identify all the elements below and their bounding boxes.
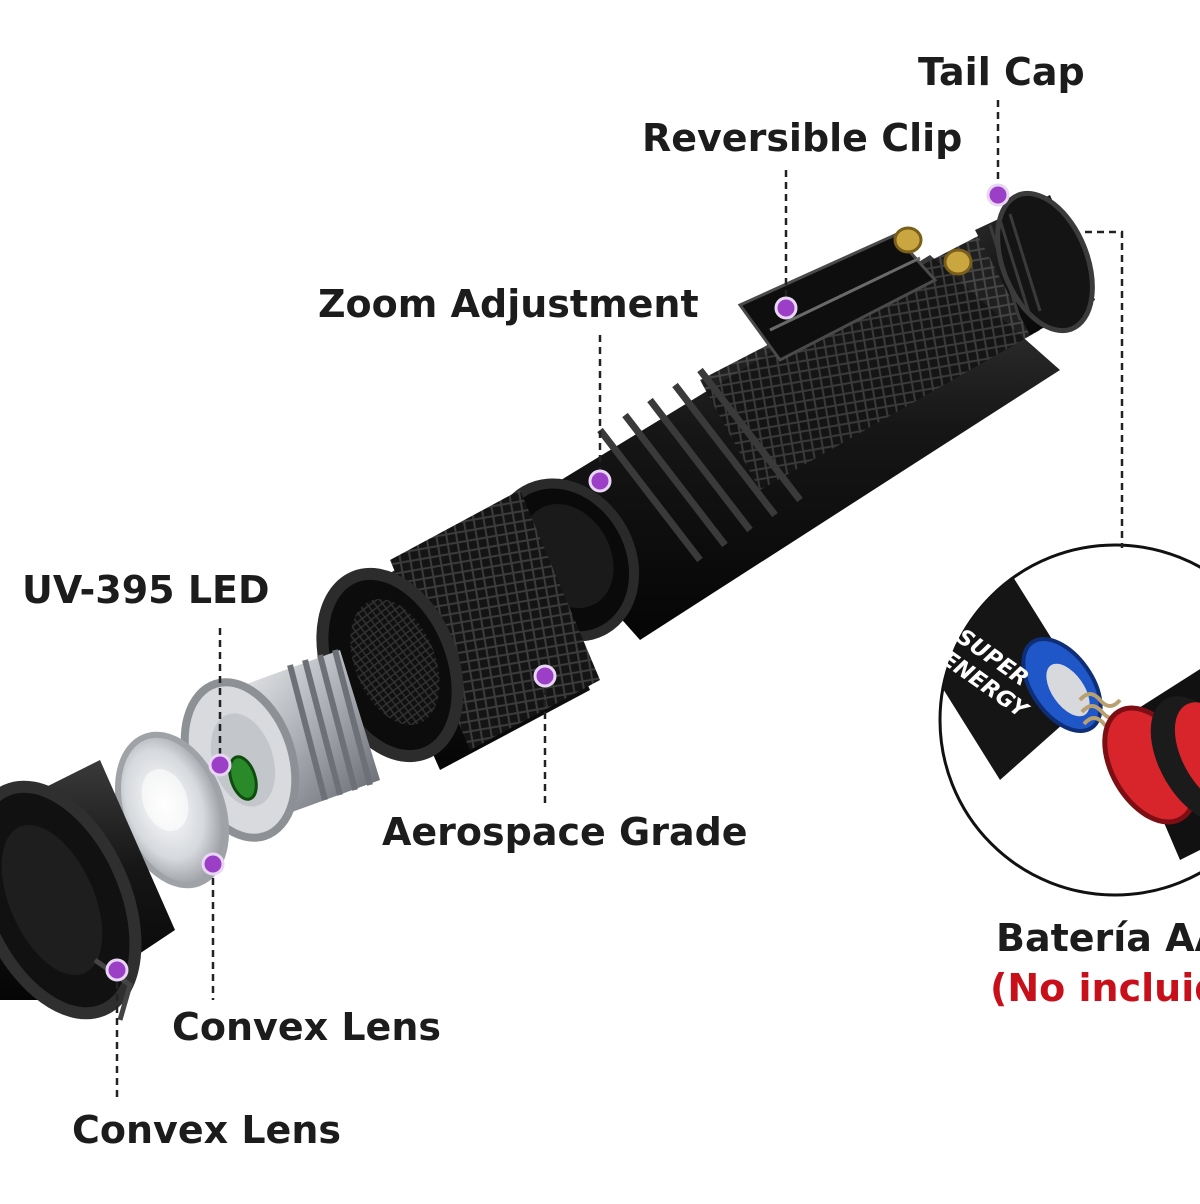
- marker-reversible-clip: [774, 296, 798, 320]
- label-uv-led: UV-395 LED: [22, 568, 270, 612]
- label-convex-lens-outer: Convex Lens: [72, 1108, 341, 1152]
- tail-cap: [975, 190, 1095, 335]
- label-battery-note: (No incluid: [990, 966, 1200, 1010]
- label-convex-lens-inner: Convex Lens: [172, 1005, 441, 1049]
- led-module: [180, 649, 380, 842]
- switch-screws: [893, 226, 973, 276]
- label-tail-cap: Tail Cap: [918, 50, 1085, 94]
- leader-battery: [1085, 230, 1124, 548]
- label-zoom-adjustment: Zoom Adjustment: [318, 282, 699, 326]
- marker-convex-lens-inner: [201, 852, 225, 876]
- label-reversible-clip: Reversible Clip: [642, 116, 963, 160]
- marker-aerospace: [533, 664, 557, 688]
- battery-callout: [938, 543, 1200, 897]
- marker-zoom-adjustment: [588, 469, 612, 493]
- label-battery: Batería AA: [996, 916, 1200, 960]
- marker-uv-led: [208, 753, 232, 777]
- convex-lens-inner: [114, 731, 230, 889]
- front-bezel: [0, 760, 175, 1021]
- marker-convex-lens-outer: [105, 958, 129, 982]
- marker-tail-cap: [986, 183, 1010, 207]
- leader-lines: [115, 100, 1124, 1102]
- label-aerospace-grade: Aerospace Grade: [382, 810, 748, 854]
- marker-dots: [105, 183, 1010, 982]
